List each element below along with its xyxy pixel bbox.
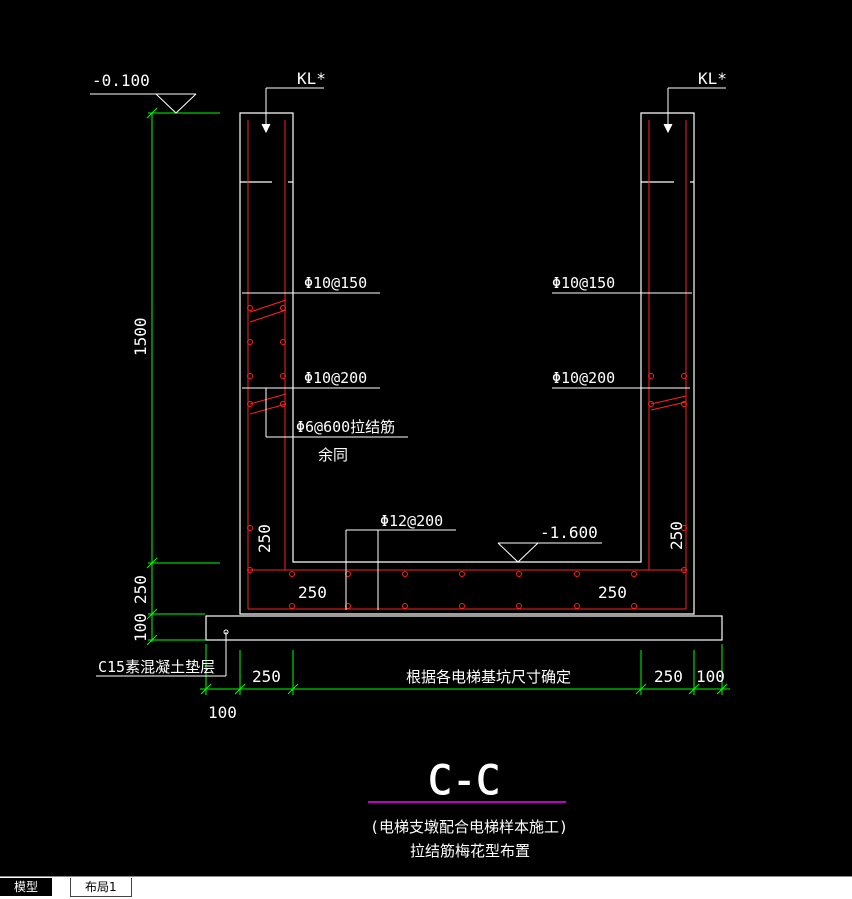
beam-label-right: KL* xyxy=(698,69,727,88)
wall-thickness-left: 250 xyxy=(255,524,274,553)
rebar-vertical-right: Φ10@200 xyxy=(552,369,615,387)
concrete-outline xyxy=(205,112,723,641)
dim-bottom-left: 250 xyxy=(252,667,281,686)
dimension-lines xyxy=(146,107,730,695)
elevation-bottom-label: -1.600 xyxy=(540,523,598,542)
rebar-vertical-left: Φ10@200 xyxy=(304,369,367,387)
rebar-dots xyxy=(247,305,687,609)
rebar-bottom-label: Φ12@200 xyxy=(380,512,443,530)
tab-layout1[interactable]: 布局1 xyxy=(70,878,132,897)
rebar-lines xyxy=(247,120,687,610)
dim-bottom-right2: 100 xyxy=(696,667,725,686)
tab-model[interactable]: 模型 xyxy=(0,878,53,896)
rebar-horizontal-left: Φ10@150 xyxy=(304,274,367,292)
section-title: C-C xyxy=(428,758,500,804)
beam-label-left: KL* xyxy=(297,69,326,88)
rebar-horizontal-right: Φ10@150 xyxy=(552,274,615,292)
layout-tab-bar: 模型 布局1 xyxy=(0,876,852,899)
dim-pad-100: 100 xyxy=(131,613,150,642)
slab-thickness-left: 250 xyxy=(298,583,327,602)
cad-drawing-canvas[interactable]: -0.100 KL* KL* 1500 250 100 Φ10@150 Φ10@… xyxy=(0,0,852,876)
dim-bottom-mid: 根据各电梯基坑尺寸确定 xyxy=(406,668,571,686)
elevation-top-label: -0.100 xyxy=(92,71,150,90)
note-line-1: (电梯支墩配合电梯样本施工) xyxy=(370,818,568,836)
rebar-tie-label: Φ6@600拉结筋 xyxy=(296,418,395,436)
slab-thickness-right: 250 xyxy=(598,583,627,602)
annotation-leaders xyxy=(90,87,726,677)
dim-bottom-left2: 100 xyxy=(208,703,237,722)
wall-thickness-right: 250 xyxy=(667,521,686,550)
dim-slab-250: 250 xyxy=(131,575,150,604)
dim-height-1500: 1500 xyxy=(131,317,150,356)
note-line-2: 拉结筋梅花型布置 xyxy=(410,842,530,860)
rebar-tie-note: 余同 xyxy=(318,446,348,464)
pad-label: C15素混凝土垫层 xyxy=(98,658,215,676)
dim-bottom-right: 250 xyxy=(654,667,683,686)
